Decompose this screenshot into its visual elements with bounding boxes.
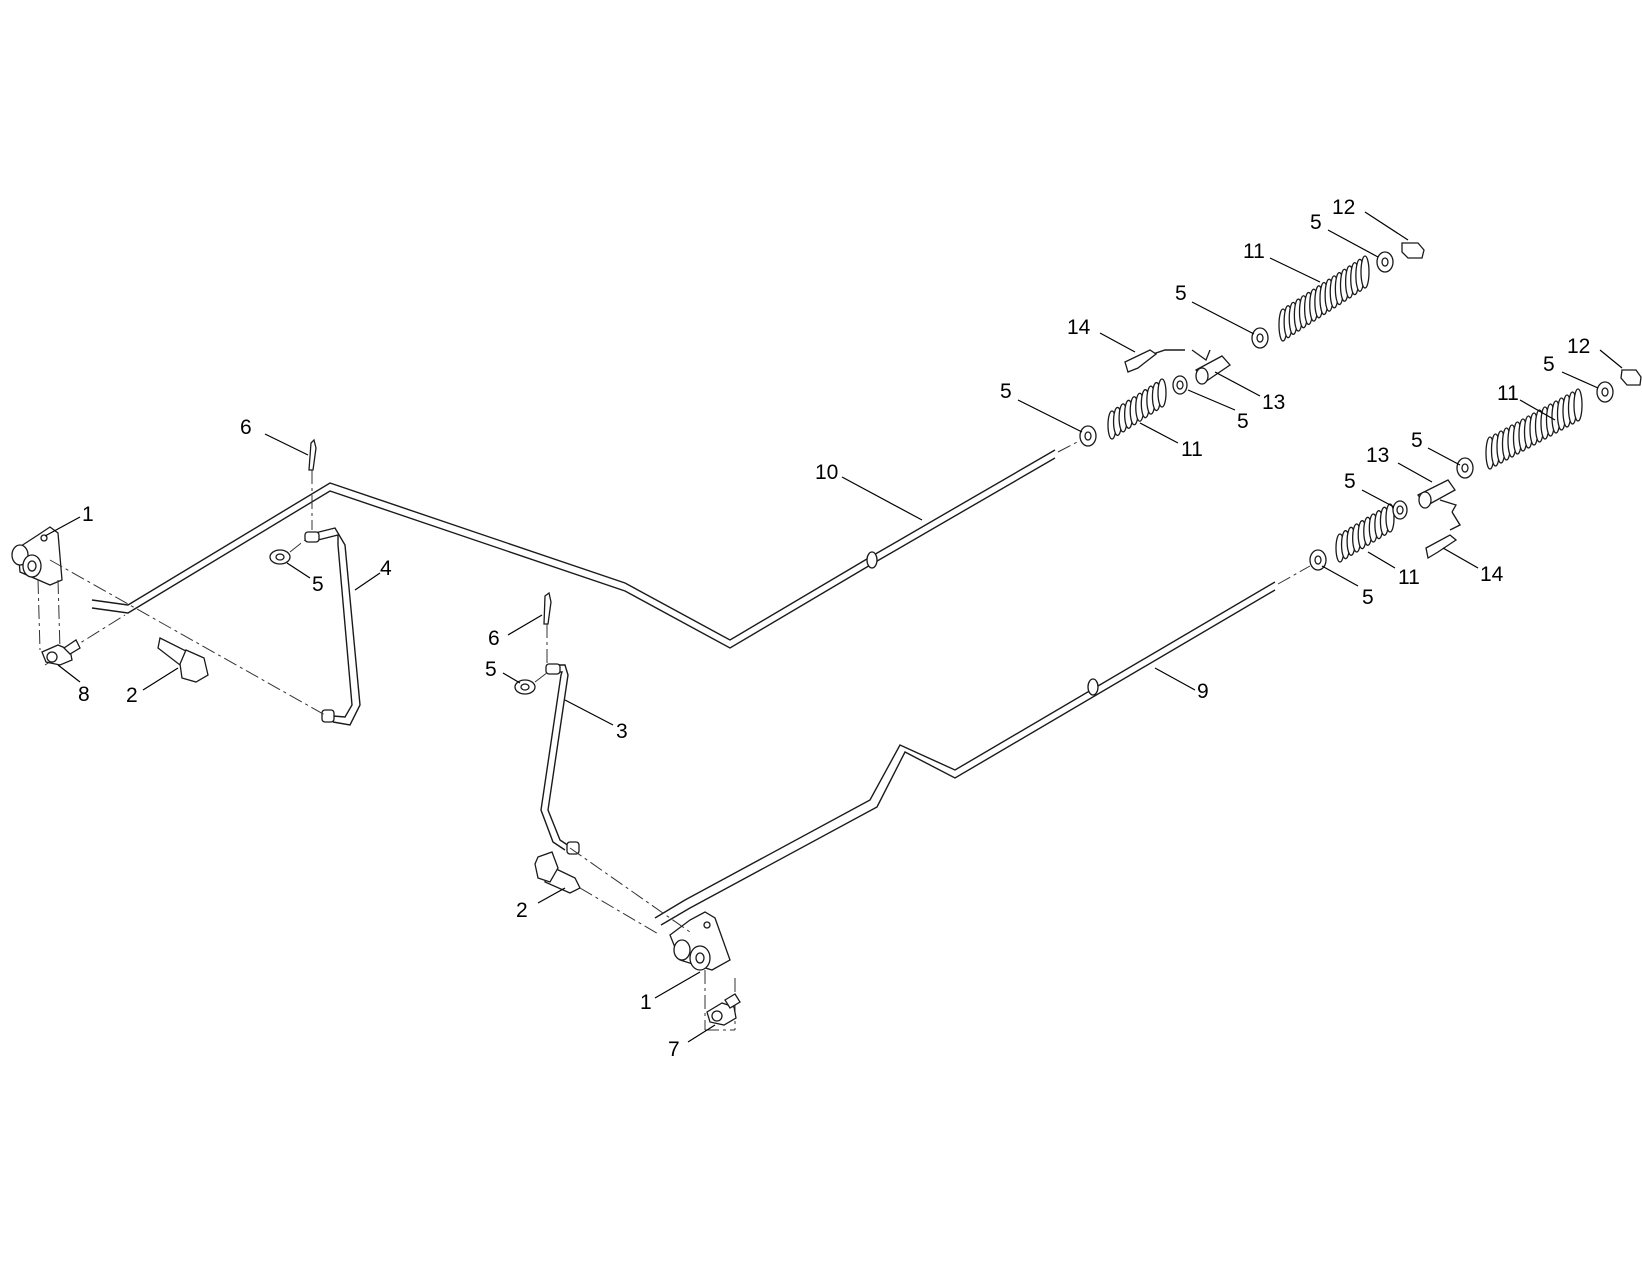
- callout-14-upper: 14: [1067, 316, 1091, 339]
- callout-7: 7: [668, 1038, 680, 1061]
- callout-5-lower-a: 5: [1543, 353, 1555, 376]
- spring-coil: [1573, 388, 1583, 422]
- callout-1-center: 1: [640, 991, 652, 1014]
- callout-5-lower-b: 5: [1411, 429, 1423, 452]
- spring-assembly-lower: [1309, 369, 1642, 571]
- spring-coil: [1360, 255, 1370, 289]
- callout-8: 8: [78, 683, 90, 706]
- callout-10: 10: [815, 461, 838, 484]
- callout-13-lower: 13: [1366, 444, 1389, 467]
- callout-2-center: 2: [516, 899, 528, 922]
- callouts: 1 1 2 2 3 4 5 5 5 5 5 5 5: [44, 196, 1623, 1061]
- callout-5-lower-c: 5: [1344, 470, 1356, 493]
- callout-6-left: 6: [240, 416, 252, 439]
- callout-14-lower: 14: [1480, 563, 1504, 586]
- callout-11-lower-large: 11: [1497, 382, 1519, 405]
- spring-11-upper-large: [1278, 255, 1370, 342]
- spring-assembly-upper: [1079, 242, 1425, 447]
- callout-2-left: 2: [126, 684, 138, 707]
- callout-12-lower: 12: [1567, 335, 1590, 358]
- bracket-1-left: [11, 526, 326, 716]
- callout-11-lower-small: 11: [1398, 566, 1420, 589]
- cotter-pin-6-left: [308, 438, 317, 530]
- spring-coil: [1385, 503, 1395, 533]
- callout-4: 4: [380, 557, 392, 580]
- rod-3: [540, 663, 580, 855]
- spring-coil: [1157, 378, 1167, 408]
- clip-7: [706, 993, 741, 1026]
- callout-5-upper-b: 5: [1237, 410, 1249, 433]
- callout-5-upper-c: 5: [1175, 282, 1187, 305]
- rod-10: [91, 437, 1086, 649]
- bracket-1-center: [569, 847, 736, 1031]
- callout-6-center: 6: [488, 627, 500, 650]
- callout-11-upper-small: 11: [1181, 438, 1203, 461]
- callout-5-rod4: 5: [312, 573, 324, 596]
- cotter-pin-6-center: [543, 591, 552, 664]
- callout-5-upper-d: 5: [1310, 211, 1322, 234]
- spring-11-lower-large: [1485, 388, 1583, 470]
- spring-11-lower-small: [1335, 503, 1395, 563]
- washer-5-rod3: [514, 671, 549, 695]
- washer-5-rod4: [269, 539, 306, 565]
- callout-9: 9: [1197, 680, 1209, 703]
- callout-5-lower-d: 5: [1362, 586, 1374, 609]
- bolt-2-left: [157, 637, 209, 683]
- spring-11-upper-small: [1107, 378, 1167, 440]
- callout-11-upper-large: 11: [1243, 240, 1265, 263]
- callout-5-upper-a: 5: [1000, 380, 1012, 403]
- callout-3: 3: [616, 720, 628, 743]
- callout-13-upper: 13: [1262, 391, 1285, 414]
- clip-8: [41, 639, 81, 666]
- bolt-2-center: [534, 851, 661, 936]
- callout-12-upper: 12: [1332, 196, 1355, 219]
- callout-5-rod3: 5: [485, 658, 497, 681]
- rod-9: [654, 565, 1311, 926]
- callout-1-left: 1: [82, 503, 94, 526]
- rod-4: [304, 527, 361, 726]
